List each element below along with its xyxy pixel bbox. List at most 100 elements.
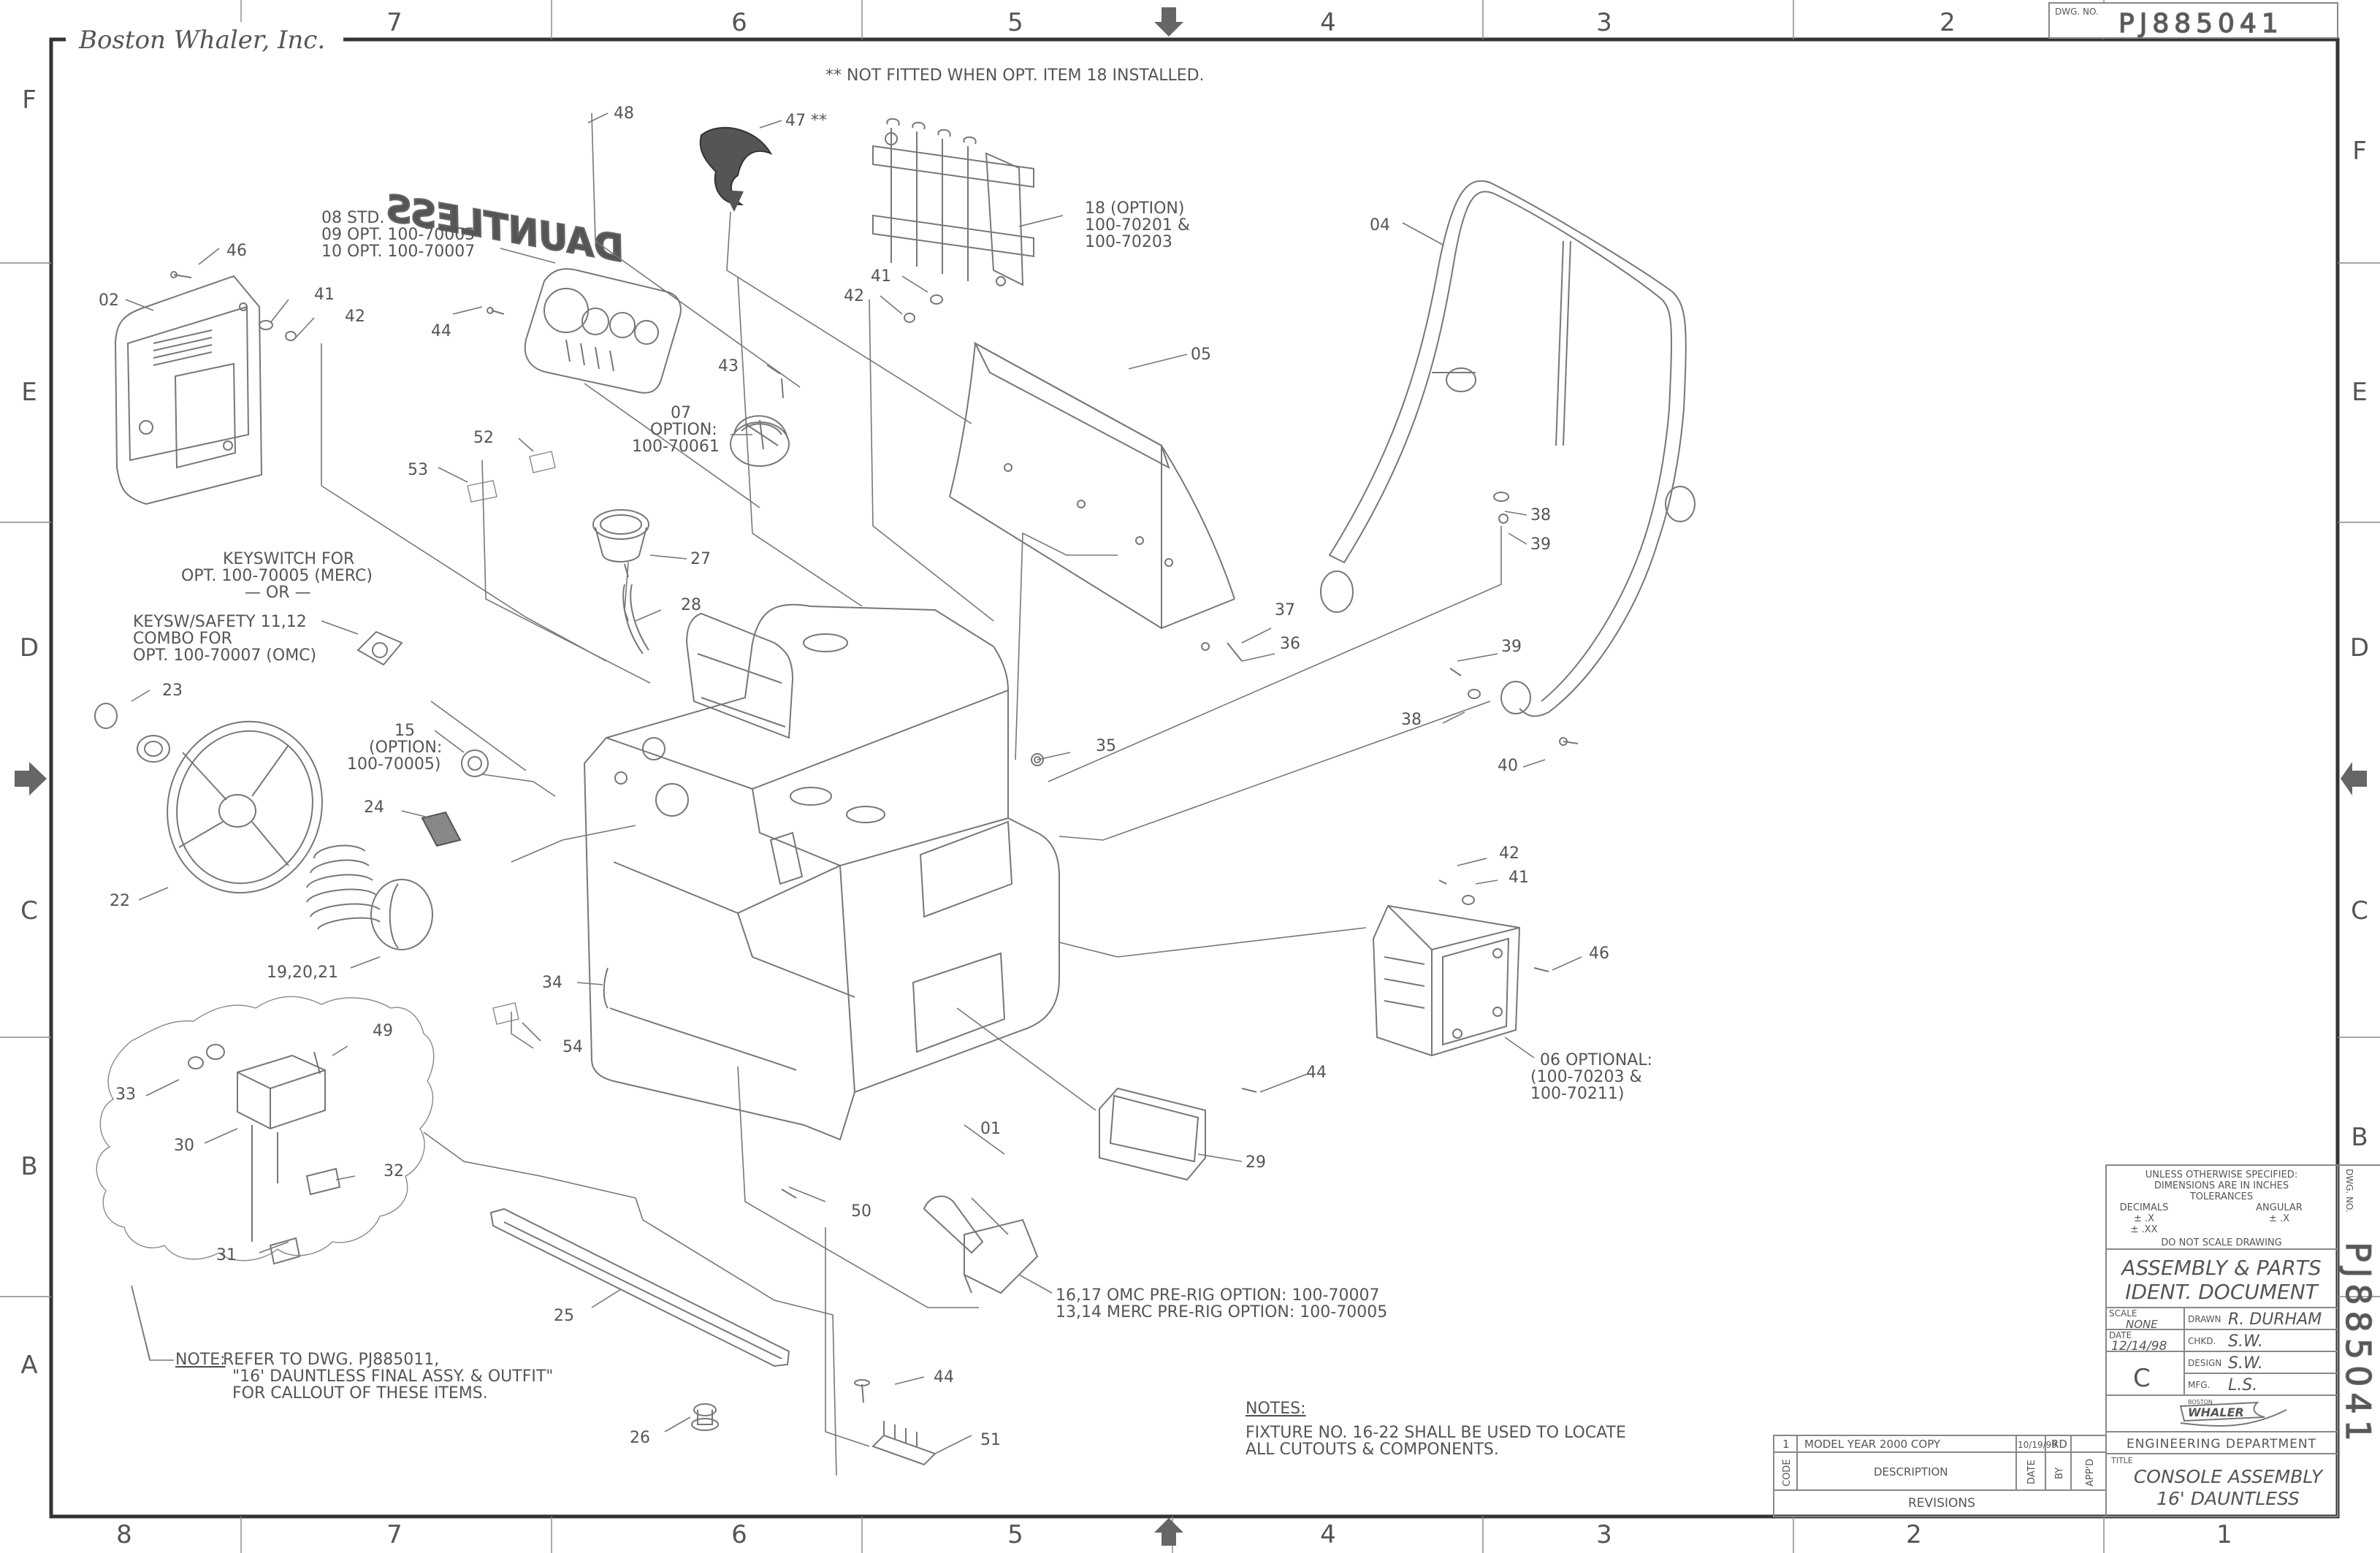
zone-col-label: 2 [1940,8,1956,37]
col-description: DESCRIPTION [1874,1465,1948,1478]
callout-gauges-09: 09 OPT. 100-70005 [321,226,475,244]
zone-col-label: 2 [1906,1520,1922,1549]
drawn-label: DRAWN [2188,1314,2221,1324]
drawing-title-1: CONSOLE ASSEMBLY [2134,1466,2324,1487]
mfg-value: L.S. [2228,1376,2257,1394]
zone-row-label: E [21,378,37,407]
zone-col-label: 3 [1596,1520,1612,1549]
col-date: DATE [2026,1459,2037,1484]
callout-06: 06 OPTIONAL: [1540,1051,1652,1069]
drawing-number: PJ885041 [2118,9,2284,39]
keyswitch-note-5: COMBO FOR [133,630,232,648]
zone-col-label: 6 [731,1520,747,1549]
console-body [583,603,1060,1141]
keyswitch-note-4: KEYSW/SAFETY 11,12 [133,613,307,631]
notes-line-1: FIXTURE NO. 16-22 SHALL BE USED TO LOCAT… [1246,1424,1626,1442]
channel-strip [489,1207,790,1367]
keyswitch-note-6: OPT. 100-70007 (OMC) [133,646,316,665]
callout-46: 46 [226,242,247,260]
gauge-panel [524,268,682,394]
mfg-label: MFG. [2188,1380,2210,1390]
accessory-cloud [96,996,435,1262]
callout-35: 35 [1096,737,1116,755]
drain-fitting [691,1403,719,1431]
title-block: UNLESS OTHERWISE SPECIFIED: DIMENSIONS A… [2105,1164,2338,1517]
zone-col-label: 1 [2216,1520,2232,1549]
rev-description: MODEL YEAR 2000 COPY [1804,1438,1941,1451]
zone-col-label: 7 [386,1520,403,1549]
callout-23: 23 [162,682,183,700]
callout-28: 28 [681,596,701,614]
design-label: DESIGN [2188,1358,2221,1368]
callout-44: 44 [934,1368,954,1386]
callout-07-option: OPTION: [650,421,717,439]
tol-line-2: DIMENSIONS ARE IN INCHES [2154,1180,2289,1191]
notes-heading: NOTES: [1246,1400,1306,1418]
logo-text: WHALER [2188,1405,2244,1419]
callout-15: 15 [394,722,415,740]
callout-40: 40 [1498,757,1518,775]
tol-line-1: UNLESS OTHERWISE SPECIFIED: [2146,1169,2297,1180]
trim-gauge [461,749,489,777]
callout-50: 50 [851,1202,871,1221]
zone-col-label: 6 [731,8,747,37]
rev-by: RD [2051,1438,2067,1451]
callout-42: 42 [345,308,365,326]
company-name: Boston Whaler, Inc. [78,26,325,55]
zone-row-label: A [20,1351,37,1380]
grille [421,811,462,847]
solenoids [188,1044,341,1265]
zone-col-label: 4 [1320,8,1336,37]
col-code: CODE [1782,1459,1793,1487]
dwg-no-label: DWG. NO. [2055,7,2099,17]
zone-col-label: 3 [1596,8,1612,37]
callout-44: 44 [1306,1064,1327,1082]
zone-row-label: F [22,85,37,115]
notes-line-2: ALL CUTOUTS & COMPONENTS. [1246,1441,1499,1459]
callout-18: 18 (OPTION) [1085,199,1184,218]
windshield [949,341,1235,630]
zone-col-label: 4 [1320,1520,1336,1549]
callout-39: 39 [1501,638,1522,656]
zone-row-label: F [2352,137,2367,166]
note-line-1: REFER TO DWG. PJ885011, [223,1351,439,1369]
callout-gauges-10: 10 OPT. 100-70007 [321,243,475,261]
date-value: 12/14/98 [2111,1339,2167,1354]
zone-row-label: C [2351,896,2368,926]
callout-29: 29 [1246,1153,1266,1172]
callout-leaders [125,112,1582,1454]
scale-label: SCALE [2109,1308,2137,1319]
compass [730,415,790,467]
tol-ax: ± .X [2269,1213,2289,1224]
zone-col-label: 8 [116,1520,132,1549]
callout-31: 31 [216,1246,237,1264]
zone-row-label: D [2350,633,2369,663]
callout-48: 48 [614,104,634,123]
callout-25: 25 [554,1307,574,1325]
revisions-footer: REVISIONS [1908,1496,1975,1511]
engineering-dept: ENGINEERING DEPARTMENT [2127,1437,2316,1451]
callout-36: 36 [1280,635,1300,653]
callout-27: 27 [690,550,711,568]
callout-49: 49 [373,1022,393,1040]
callout-33: 33 [115,1085,136,1104]
callout-19-20-21: 19,20,21 [267,964,338,982]
callout-15-pn: 100-70005) [347,755,441,774]
keyswitch-plate [356,630,403,666]
zone-row-label: C [20,896,38,926]
callout-02: 02 [99,291,119,310]
zone-col-label: 5 [1007,8,1023,37]
rev-date: 10/19/99 [2018,1440,2057,1450]
helm [306,844,433,950]
drawing-title-2: 16' DAUNTLESS [2156,1488,2300,1509]
callout-01: 01 [980,1120,1001,1138]
revision-letter: C [2133,1364,2151,1393]
callout-pre-rig-omc: 16,17 OMC PRE-RIG OPTION: 100-70007 [1056,1286,1379,1305]
keyswitch-note-3: — OR — [245,584,311,602]
leader-lines [321,112,1502,1476]
callout-42: 42 [1499,844,1519,863]
callout-41: 41 [1509,869,1529,887]
callout-54: 54 [562,1038,583,1056]
tol-decimals: DECIMALS [2120,1202,2169,1213]
